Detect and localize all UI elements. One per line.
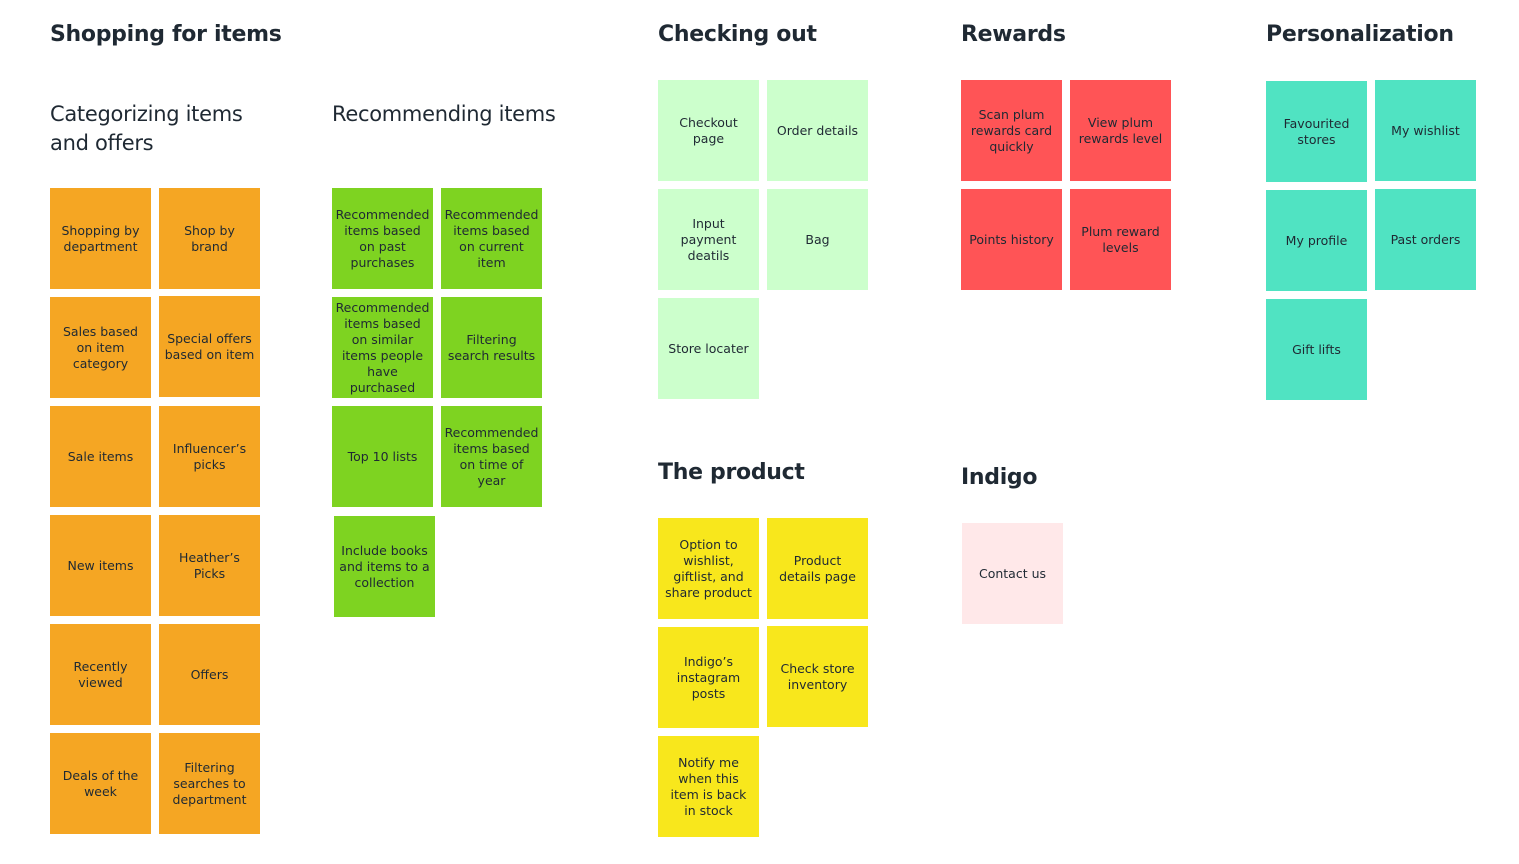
sticky-note-text: Gift lifts [1292, 341, 1341, 357]
sticky-note[interactable]: Option to wishlist, giftlist, and share … [658, 518, 759, 619]
sticky-note-text: Recommended items based on similar items… [335, 299, 430, 395]
sticky-note-text: Influencer’s picks [172, 440, 247, 472]
sticky-note-text: Checkout page [679, 114, 738, 146]
sticky-note-text: Offers [190, 666, 229, 682]
sticky-note[interactable]: Plum reward levels [1070, 189, 1171, 290]
sticky-note-text: Recommended items based on past purchase… [335, 206, 430, 270]
sticky-note-text: Sale items [67, 448, 134, 464]
sticky-note[interactable]: Recommended items based on similar items… [332, 297, 433, 398]
sticky-note[interactable]: Indigo’s instagram posts [658, 627, 759, 728]
sticky-note[interactable]: Recommended items based on time of year [441, 406, 542, 507]
sticky-note-text: Include books and items to a collection [339, 542, 430, 590]
sticky-note[interactable]: Offers [159, 624, 260, 725]
sticky-note[interactable]: Scan plum rewards card quickly [961, 80, 1062, 181]
section-title-rewards: Rewards [961, 22, 1066, 47]
sticky-note[interactable]: My profile [1266, 190, 1367, 291]
group-title-recommending: Recommending items [332, 102, 556, 126]
sticky-note-text: Filtering searches to department [172, 759, 247, 807]
sticky-note-text: Check store inventory [780, 660, 855, 692]
sticky-note[interactable]: Checkout page [658, 80, 759, 181]
sticky-note-text: My profile [1285, 232, 1348, 248]
sticky-note[interactable]: Shopping by department [50, 188, 151, 289]
sticky-note[interactable]: Store locater [658, 298, 759, 399]
sticky-note[interactable]: Shop by brand [159, 188, 260, 289]
section-title-indigo: Indigo [961, 465, 1038, 490]
sticky-note[interactable]: Input payment deatils [658, 189, 759, 290]
sticky-note-text: Deals of the week [62, 767, 139, 799]
sticky-note[interactable]: Order details [767, 80, 868, 181]
sticky-note[interactable]: Notify me when this item is back in stoc… [658, 736, 759, 837]
sticky-note[interactable]: Filtering search results [441, 297, 542, 398]
group-title-categorizing: Categorizing items and offers [50, 102, 243, 155]
sticky-note[interactable]: Include books and items to a collection [334, 516, 435, 617]
section-title-checkout: Checking out [658, 22, 817, 47]
sticky-note-text: Indigo’s instagram posts [676, 653, 741, 701]
sticky-note[interactable]: Product details page [767, 518, 868, 619]
sticky-note[interactable]: View plum rewards level [1070, 80, 1171, 181]
sticky-note[interactable]: Top 10 lists [332, 406, 433, 507]
sticky-note-text: Sales based on item category [63, 323, 138, 371]
sticky-note-text: New items [67, 557, 134, 573]
sticky-note[interactable]: Influencer’s picks [159, 406, 260, 507]
section-title-shopping: Shopping for items [50, 22, 282, 47]
sticky-note-text: Points history [969, 231, 1054, 247]
sticky-note-text: Input payment deatils [680, 215, 737, 263]
sticky-note-text: Option to wishlist, giftlist, and share … [665, 536, 752, 600]
sticky-note-text: Special offers based on item [164, 330, 255, 362]
sticky-note[interactable]: Deals of the week [50, 733, 151, 834]
sticky-note[interactable]: Sales based on item category [50, 297, 151, 398]
section-title-product: The product [658, 460, 805, 485]
sticky-note-text: Heather’s Picks [179, 549, 240, 581]
sticky-note[interactable]: Sale items [50, 406, 151, 507]
sticky-note[interactable]: New items [50, 515, 151, 616]
sticky-note-text: Recommended items based on time of year [444, 424, 539, 488]
sticky-note[interactable]: Check store inventory [767, 626, 868, 727]
sticky-note[interactable]: Recommended items based on past purchase… [332, 188, 433, 289]
sticky-note-text: Product details page [779, 552, 856, 584]
sticky-note[interactable]: Filtering searches to department [159, 733, 260, 834]
sticky-note[interactable]: Recently viewed [50, 624, 151, 725]
sticky-note[interactable]: Past orders [1375, 189, 1476, 290]
sticky-note[interactable]: Bag [767, 189, 868, 290]
sticky-note-text: Scan plum rewards card quickly [970, 106, 1053, 154]
sticky-note-text: Notify me when this item is back in stoc… [670, 754, 747, 818]
sticky-note-text: Plum reward levels [1081, 223, 1160, 255]
sticky-note-text: My wishlist [1391, 122, 1460, 138]
sticky-note-text: Store locater [668, 340, 749, 356]
sticky-note-text: Filtering search results [447, 331, 536, 363]
sticky-note[interactable]: Special offers based on item [159, 296, 260, 397]
sticky-note[interactable]: My wishlist [1375, 80, 1476, 181]
sticky-note-text: Past orders [1390, 231, 1461, 247]
sticky-note-text: Top 10 lists [347, 448, 418, 464]
sticky-note-text: Shop by brand [184, 222, 235, 254]
sticky-note[interactable]: Recommended items based on current item [441, 188, 542, 289]
sticky-note-text: Contact us [978, 565, 1047, 581]
sticky-note[interactable]: Contact us [962, 523, 1063, 624]
sticky-note-text: Shopping by department [61, 222, 140, 254]
sticky-note-text: Recommended items based on current item [444, 206, 539, 270]
sticky-note-text: Favourited stores [1283, 115, 1350, 147]
sticky-note[interactable]: Heather’s Picks [159, 515, 260, 616]
sticky-note-text: Recently viewed [73, 658, 128, 690]
sticky-note-text: View plum rewards level [1078, 114, 1163, 146]
sticky-note[interactable]: Gift lifts [1266, 299, 1367, 400]
section-title-personalization: Personalization [1266, 22, 1454, 47]
sticky-note[interactable]: Favourited stores [1266, 81, 1367, 182]
sticky-note-text: Bag [805, 231, 830, 247]
sticky-note[interactable]: Points history [961, 189, 1062, 290]
sticky-note-text: Order details [776, 122, 859, 138]
